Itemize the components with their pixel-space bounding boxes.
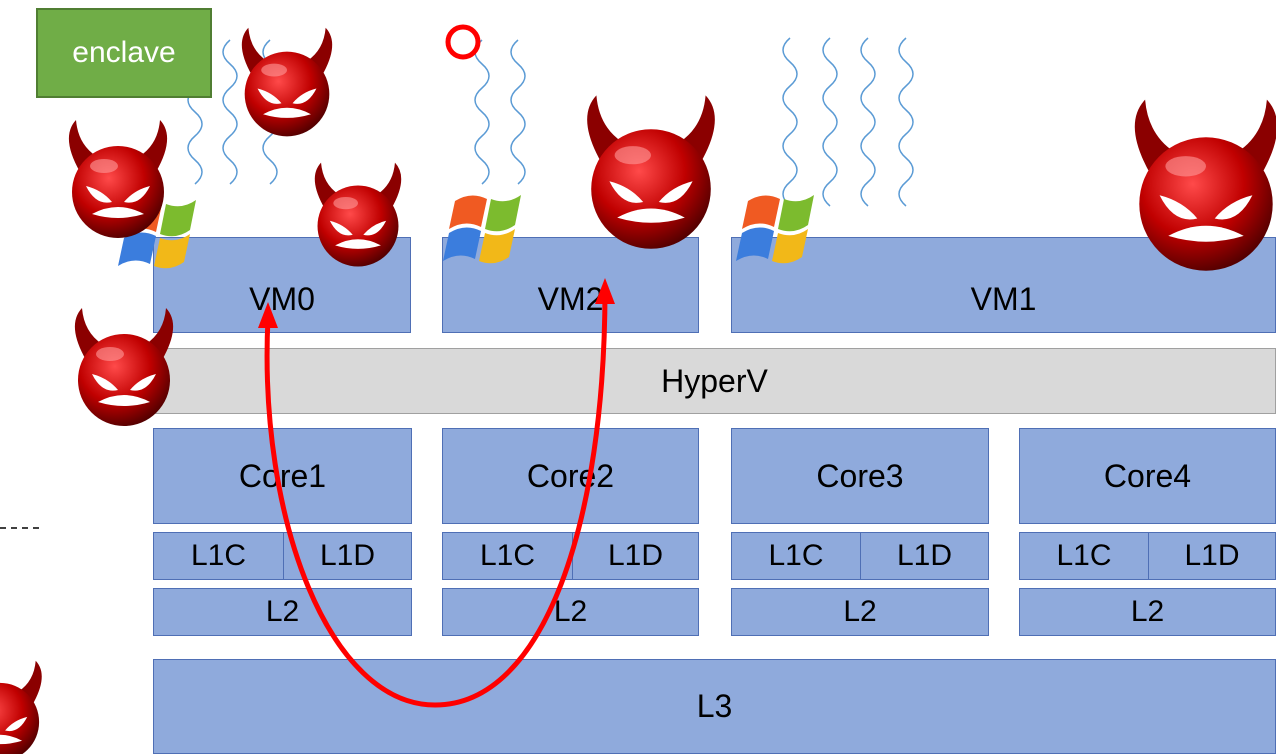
core3-box: Core3 — [731, 428, 989, 524]
devil-icon — [0, 660, 42, 754]
l2-label: L2 — [843, 595, 877, 628]
core1-l1d: L1D — [283, 532, 412, 580]
arrowhead-left — [258, 302, 278, 328]
l2-label: L2 — [1130, 595, 1165, 628]
core4-l1c: L1C — [1019, 532, 1149, 580]
vm0-label: VM0 — [249, 281, 315, 317]
core2-l1d: L1D — [572, 532, 699, 580]
hypervisor-bar: HyperV — [153, 348, 1276, 414]
vm1-label: VM1 — [970, 281, 1037, 317]
devil-icon — [241, 27, 333, 137]
red-circle-icon — [445, 24, 481, 60]
l1d-label: L1D — [319, 539, 376, 572]
core1-label: Core1 — [238, 457, 327, 494]
core4-label: Core4 — [1103, 457, 1192, 494]
devil-icon — [314, 162, 402, 267]
l2-label: L2 — [553, 595, 588, 628]
l1c-label: L1C — [190, 539, 247, 572]
core3-l1d: L1D — [860, 532, 989, 580]
devil-icon — [74, 308, 174, 426]
vm2-label: VM2 — [537, 281, 604, 317]
core2-l2: L2 — [442, 588, 699, 636]
devil-icon — [68, 120, 168, 238]
l1c-label: L1C — [768, 539, 824, 572]
l3-cache: L3 — [153, 659, 1276, 754]
l2-label: L2 — [265, 595, 300, 628]
l1d-label: L1D — [896, 539, 953, 572]
devil-icon — [1134, 99, 1276, 271]
core2-label: Core2 — [526, 457, 615, 494]
arrow-icon — [264, 289, 608, 708]
enclave-label: enclave — [36, 8, 212, 98]
core1-l1c: L1C — [153, 532, 284, 580]
windows-logo-icon — [443, 195, 521, 264]
arrowhead-right — [595, 278, 615, 304]
core2-box: Core2 — [442, 428, 699, 524]
core3-label: Core3 — [816, 457, 904, 494]
l3-label: L3 — [696, 688, 733, 724]
windows-logo-icon — [736, 195, 814, 264]
l1c-label: L1C — [1056, 539, 1112, 572]
devil-icon — [587, 95, 715, 249]
l1c-label: L1C — [479, 539, 536, 572]
core3-l1c: L1C — [731, 532, 861, 580]
core4-l1d: L1D — [1148, 532, 1276, 580]
l1d-label: L1D — [1184, 539, 1240, 572]
core4-box: Core4 — [1019, 428, 1276, 524]
enclave-text: enclave — [72, 36, 176, 69]
core1-l2: L2 — [153, 588, 412, 636]
core4-l2: L2 — [1019, 588, 1276, 636]
hypervisor-label: HyperV — [661, 362, 768, 399]
core3-l2: L2 — [731, 588, 989, 636]
l1d-label: L1D — [607, 539, 664, 572]
